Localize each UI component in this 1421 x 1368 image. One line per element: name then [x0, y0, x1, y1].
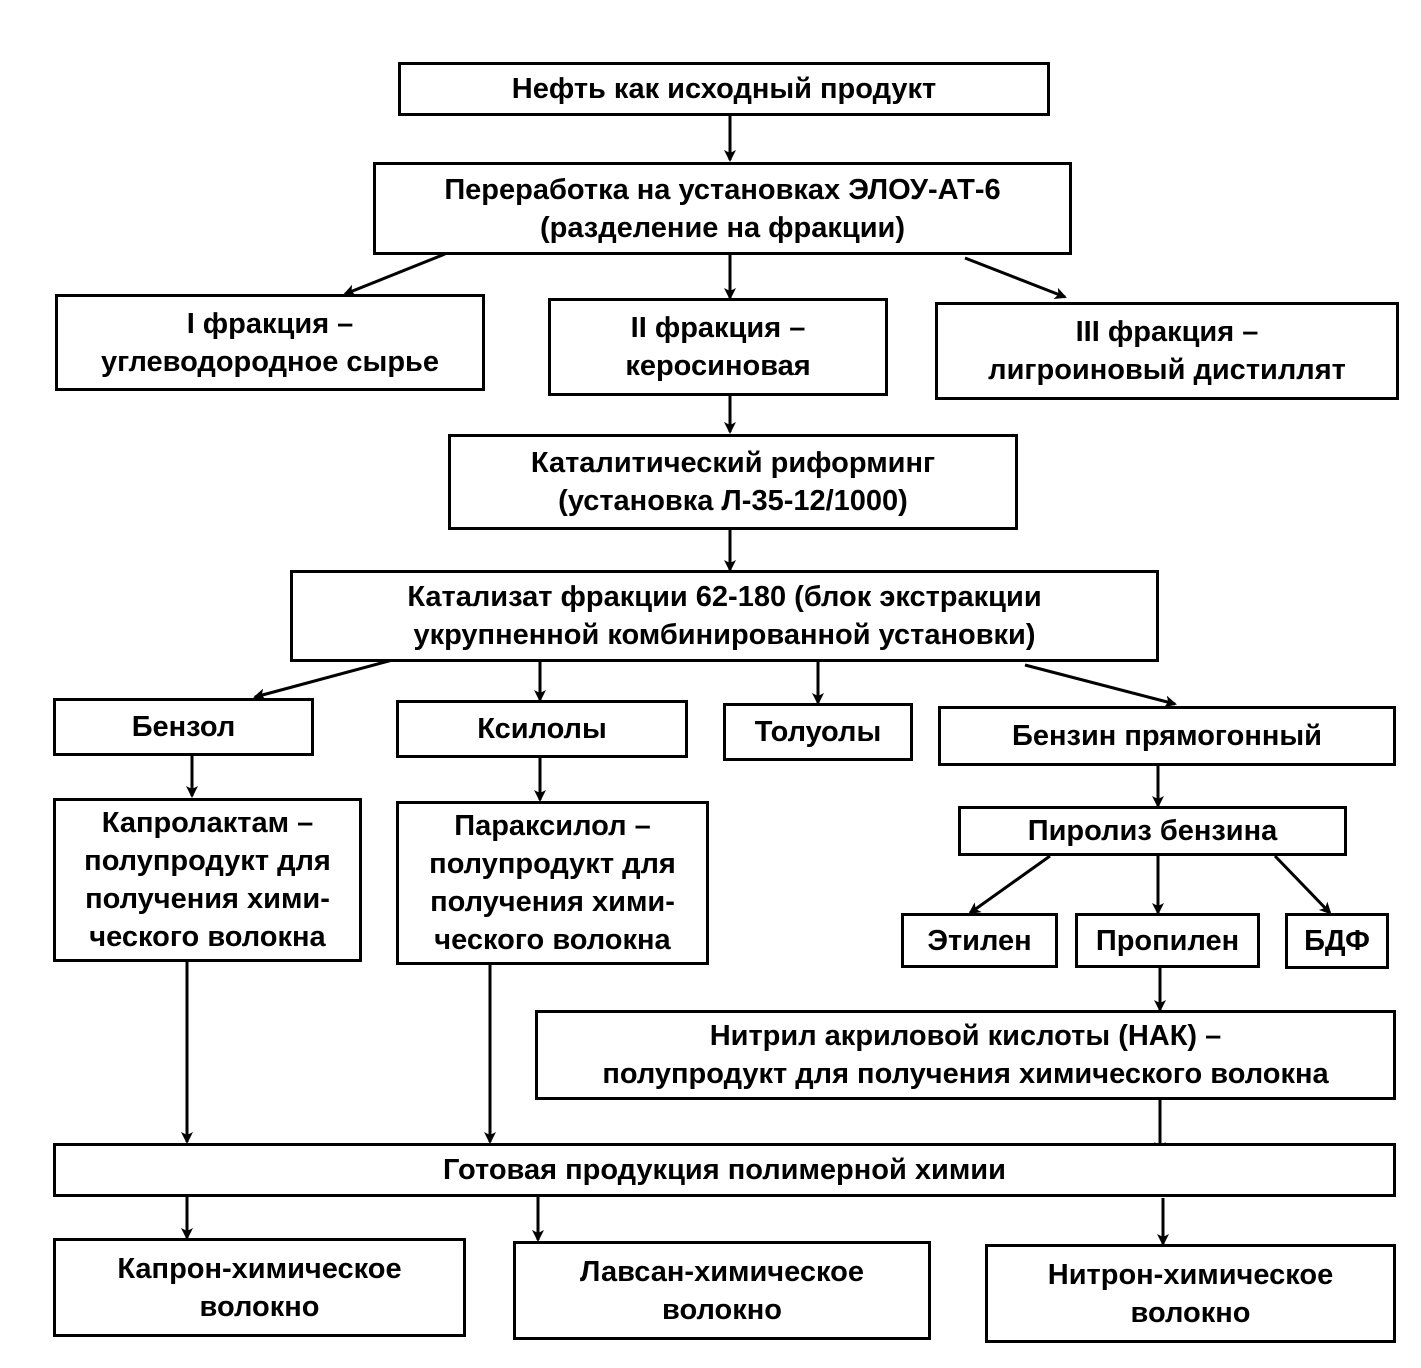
node-bdf: БДФ — [1285, 913, 1389, 969]
node-fraction1-label: I фракция – углеводородное сырье — [101, 307, 439, 378]
arrow-pyrolysis-to-bdf — [1273, 854, 1332, 915]
node-lavsan: Лавсан-химическое волокно — [513, 1241, 931, 1340]
node-finished: Готовая продукция полимерной химии — [53, 1143, 1396, 1197]
node-toluenes-label: Толуолы — [754, 716, 882, 748]
node-paraxylene: Параксилол – полупродукт для получения х… — [396, 801, 709, 965]
node-paraxylene-label: Параксилол – полупродукт для получения х… — [429, 810, 676, 956]
node-catalyzate: Катализат фракции 62-180 (блок экстракци… — [290, 570, 1159, 662]
arrow-catalyzate-to-gasoline — [1024, 663, 1177, 708]
node-pyrolysis: Пиролиз бензина — [958, 806, 1347, 856]
node-oil-label: Нефть как исходный продукт — [511, 73, 937, 105]
node-bdf-label: БДФ — [1304, 925, 1370, 957]
node-nak: Нитрил акриловой кислоты (НАК) – полупро… — [535, 1010, 1396, 1100]
node-nitron-label: Нитрон-химическое волокно — [1047, 1258, 1334, 1329]
node-nak-label: Нитрил акриловой кислоты (НАК) – полупро… — [602, 1020, 1329, 1090]
arrow-processing-to-fraction1 — [343, 252, 446, 296]
node-propylene: Пропилен — [1075, 913, 1260, 968]
node-lavsan-label: Лавсан-химическое волокно — [579, 1255, 864, 1326]
node-nitron: Нитрон-химическое волокно — [985, 1244, 1396, 1343]
node-finished-label: Готовая продукция полимерной химии — [443, 1154, 1006, 1186]
node-caprolactam-label: Капролактам – полупродукт для получения … — [84, 807, 331, 953]
node-ethylene-label: Этилен — [927, 924, 1032, 957]
arrow-processing-to-fraction3 — [964, 256, 1067, 299]
arrow-pyrolysis-to-ethylene — [968, 854, 1051, 915]
node-benzene-label: Бензол — [131, 711, 236, 743]
node-fraction1: I фракция – углеводородное сырье — [55, 294, 485, 391]
node-pyrolysis-label: Пиролиз бензина — [1027, 815, 1278, 847]
node-fraction3: III фракция – лигроиновый дистиллят — [935, 302, 1399, 400]
node-kapron-label: Капрон-химическое волокно — [117, 1252, 402, 1323]
node-xylenes-label: Ксилолы — [477, 713, 607, 745]
node-catalyzate-label: Катализат фракции 62-180 (блок экстракци… — [407, 581, 1042, 651]
node-gasoline-label: Бензин прямогонный — [1012, 720, 1322, 752]
node-kapron: Капрон-химическое волокно — [53, 1238, 466, 1337]
node-gasoline: Бензин прямогонный — [938, 706, 1396, 766]
node-toluenes: Толуолы — [723, 703, 913, 761]
node-fraction3-label: III фракция – лигроиновый дистиллят — [988, 316, 1346, 386]
node-ethylene: Этилен — [901, 913, 1058, 968]
node-reforming-label: Каталитический риформинг (установка Л-35… — [530, 447, 936, 517]
node-benzene: Бензол — [53, 698, 314, 756]
node-oil: Нефть как исходный продукт — [398, 62, 1050, 116]
node-caprolactam: Капролактам – полупродукт для получения … — [53, 798, 362, 962]
node-fraction2: II фракция – керосиновая — [548, 298, 888, 396]
node-processing-label: Переработка на установках ЭЛОУ-АТ-6 (раз… — [444, 173, 1001, 244]
node-processing: Переработка на установках ЭЛОУ-АТ-6 (раз… — [373, 162, 1072, 255]
node-fraction2-label: II фракция – керосиновая — [625, 312, 811, 382]
arrow-catalyzate-to-benzene — [253, 656, 401, 701]
node-propylene-label: Пропилен — [1095, 924, 1240, 957]
node-reforming: Каталитический риформинг (установка Л-35… — [448, 434, 1018, 530]
node-xylenes: Ксилолы — [396, 700, 688, 758]
